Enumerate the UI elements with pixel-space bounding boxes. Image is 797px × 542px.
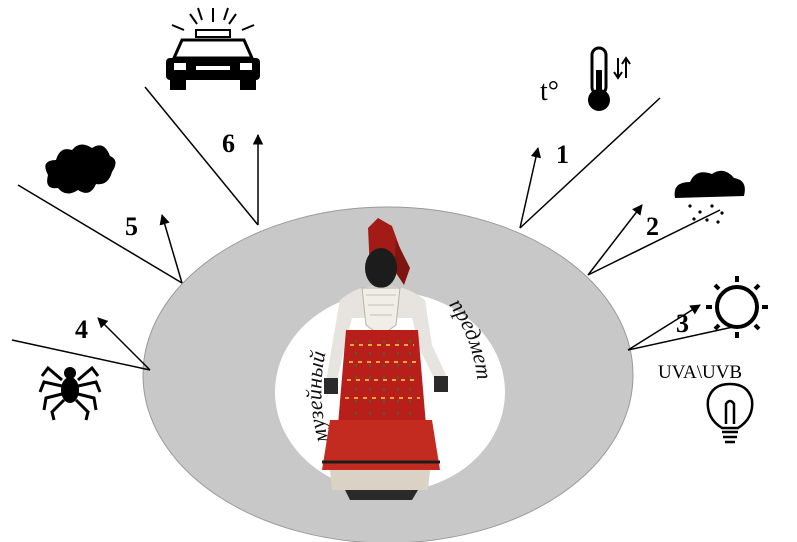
spider-icon bbox=[38, 365, 102, 421]
police-car-icon bbox=[166, 7, 260, 90]
sun-icon bbox=[706, 276, 768, 338]
pollution-blot-icon bbox=[45, 144, 116, 194]
costume-figure bbox=[322, 218, 448, 500]
rain-cloud-icon bbox=[674, 170, 745, 224]
factor-number-3: 3 bbox=[676, 309, 689, 338]
factor-lines bbox=[11, 86, 743, 371]
light-bulb-icon bbox=[706, 382, 754, 444]
thermometer-icon bbox=[588, 46, 631, 111]
temperature-label: t° bbox=[540, 76, 559, 107]
factor-number-6: 6 bbox=[222, 129, 235, 158]
factor-number-1: 1 bbox=[556, 140, 569, 169]
factor-number-4: 4 bbox=[75, 315, 88, 344]
factor-number-2: 2 bbox=[646, 212, 659, 241]
factor-number-5: 5 bbox=[125, 212, 138, 241]
uv-label: UVA\UVB bbox=[658, 362, 742, 383]
